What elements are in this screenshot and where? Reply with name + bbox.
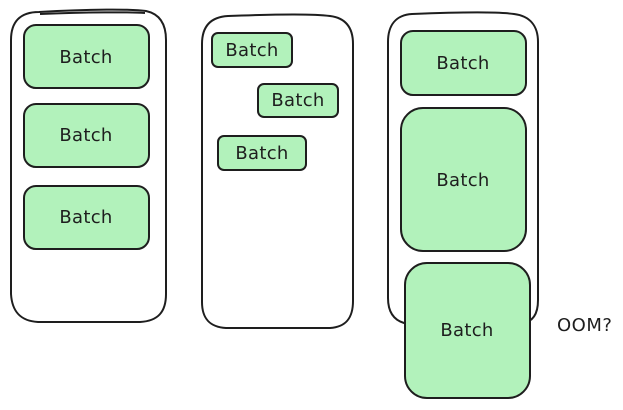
batch-middle-1-box: [211, 32, 293, 68]
batch-middle-2: Batch: [257, 83, 339, 118]
batch-middle-1: Batch: [211, 32, 293, 68]
batch-right-1-box: [400, 30, 527, 96]
batch-middle-1-label: Batch: [225, 40, 278, 61]
container-middle-group: [201, 13, 354, 329]
batch-left-1: Batch: [23, 24, 150, 89]
oom-annotation: OOM?: [557, 315, 612, 336]
batch-left-3: Batch: [23, 185, 150, 250]
batch-left-3-label: Batch: [59, 207, 112, 228]
batch-right-2: Batch: [400, 107, 527, 252]
container-left-group: [10, 8, 167, 323]
batch-left-3-box: [23, 185, 150, 250]
batch-middle-2-label: Batch: [271, 90, 324, 111]
container-right: [387, 11, 539, 324]
batch-left-2-label: Batch: [59, 125, 112, 146]
batch-middle-3-box: [217, 135, 307, 171]
container-left-sketch-stroke: [39, 11, 146, 15]
batch-overflow-box: [404, 262, 531, 399]
batch-right-1-label: Batch: [436, 53, 489, 74]
batch-middle-3: Batch: [217, 135, 307, 171]
batch-left-2-box: [23, 103, 150, 168]
container-right-group: [387, 11, 539, 324]
container-left: [10, 8, 167, 323]
batch-right-1: Batch: [400, 30, 527, 96]
batch-overflow-label: Batch: [440, 320, 493, 341]
container-middle: [201, 13, 354, 329]
batch-middle-3-label: Batch: [235, 143, 288, 164]
batch-right-2-label: Batch: [436, 170, 489, 191]
batch-right-2-box: [400, 107, 527, 252]
batch-overflow: Batch: [404, 262, 531, 399]
batch-left-1-box: [23, 24, 150, 89]
batch-left-1-label: Batch: [59, 47, 112, 68]
batch-left-2: Batch: [23, 103, 150, 168]
batch-middle-2-box: [257, 83, 339, 118]
